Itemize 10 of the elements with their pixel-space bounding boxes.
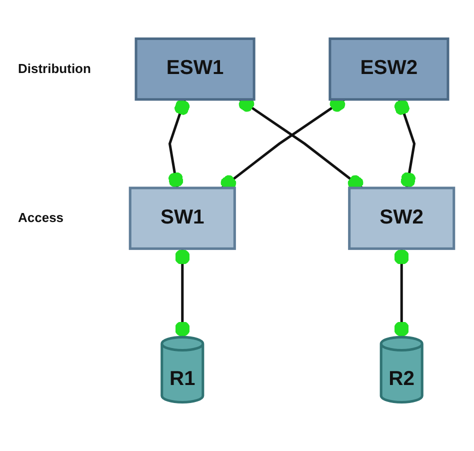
connector [394,248,410,338]
node-box: SW1 [128,186,236,250]
node-box: SW2 [348,186,456,250]
node-box: ESW2 [328,37,450,101]
tier-label: Distribution [18,61,91,76]
connector [394,99,416,188]
tier-label: Access [18,210,64,226]
connector [168,99,190,188]
node-box: ESW1 [134,37,256,101]
connector [174,248,190,338]
